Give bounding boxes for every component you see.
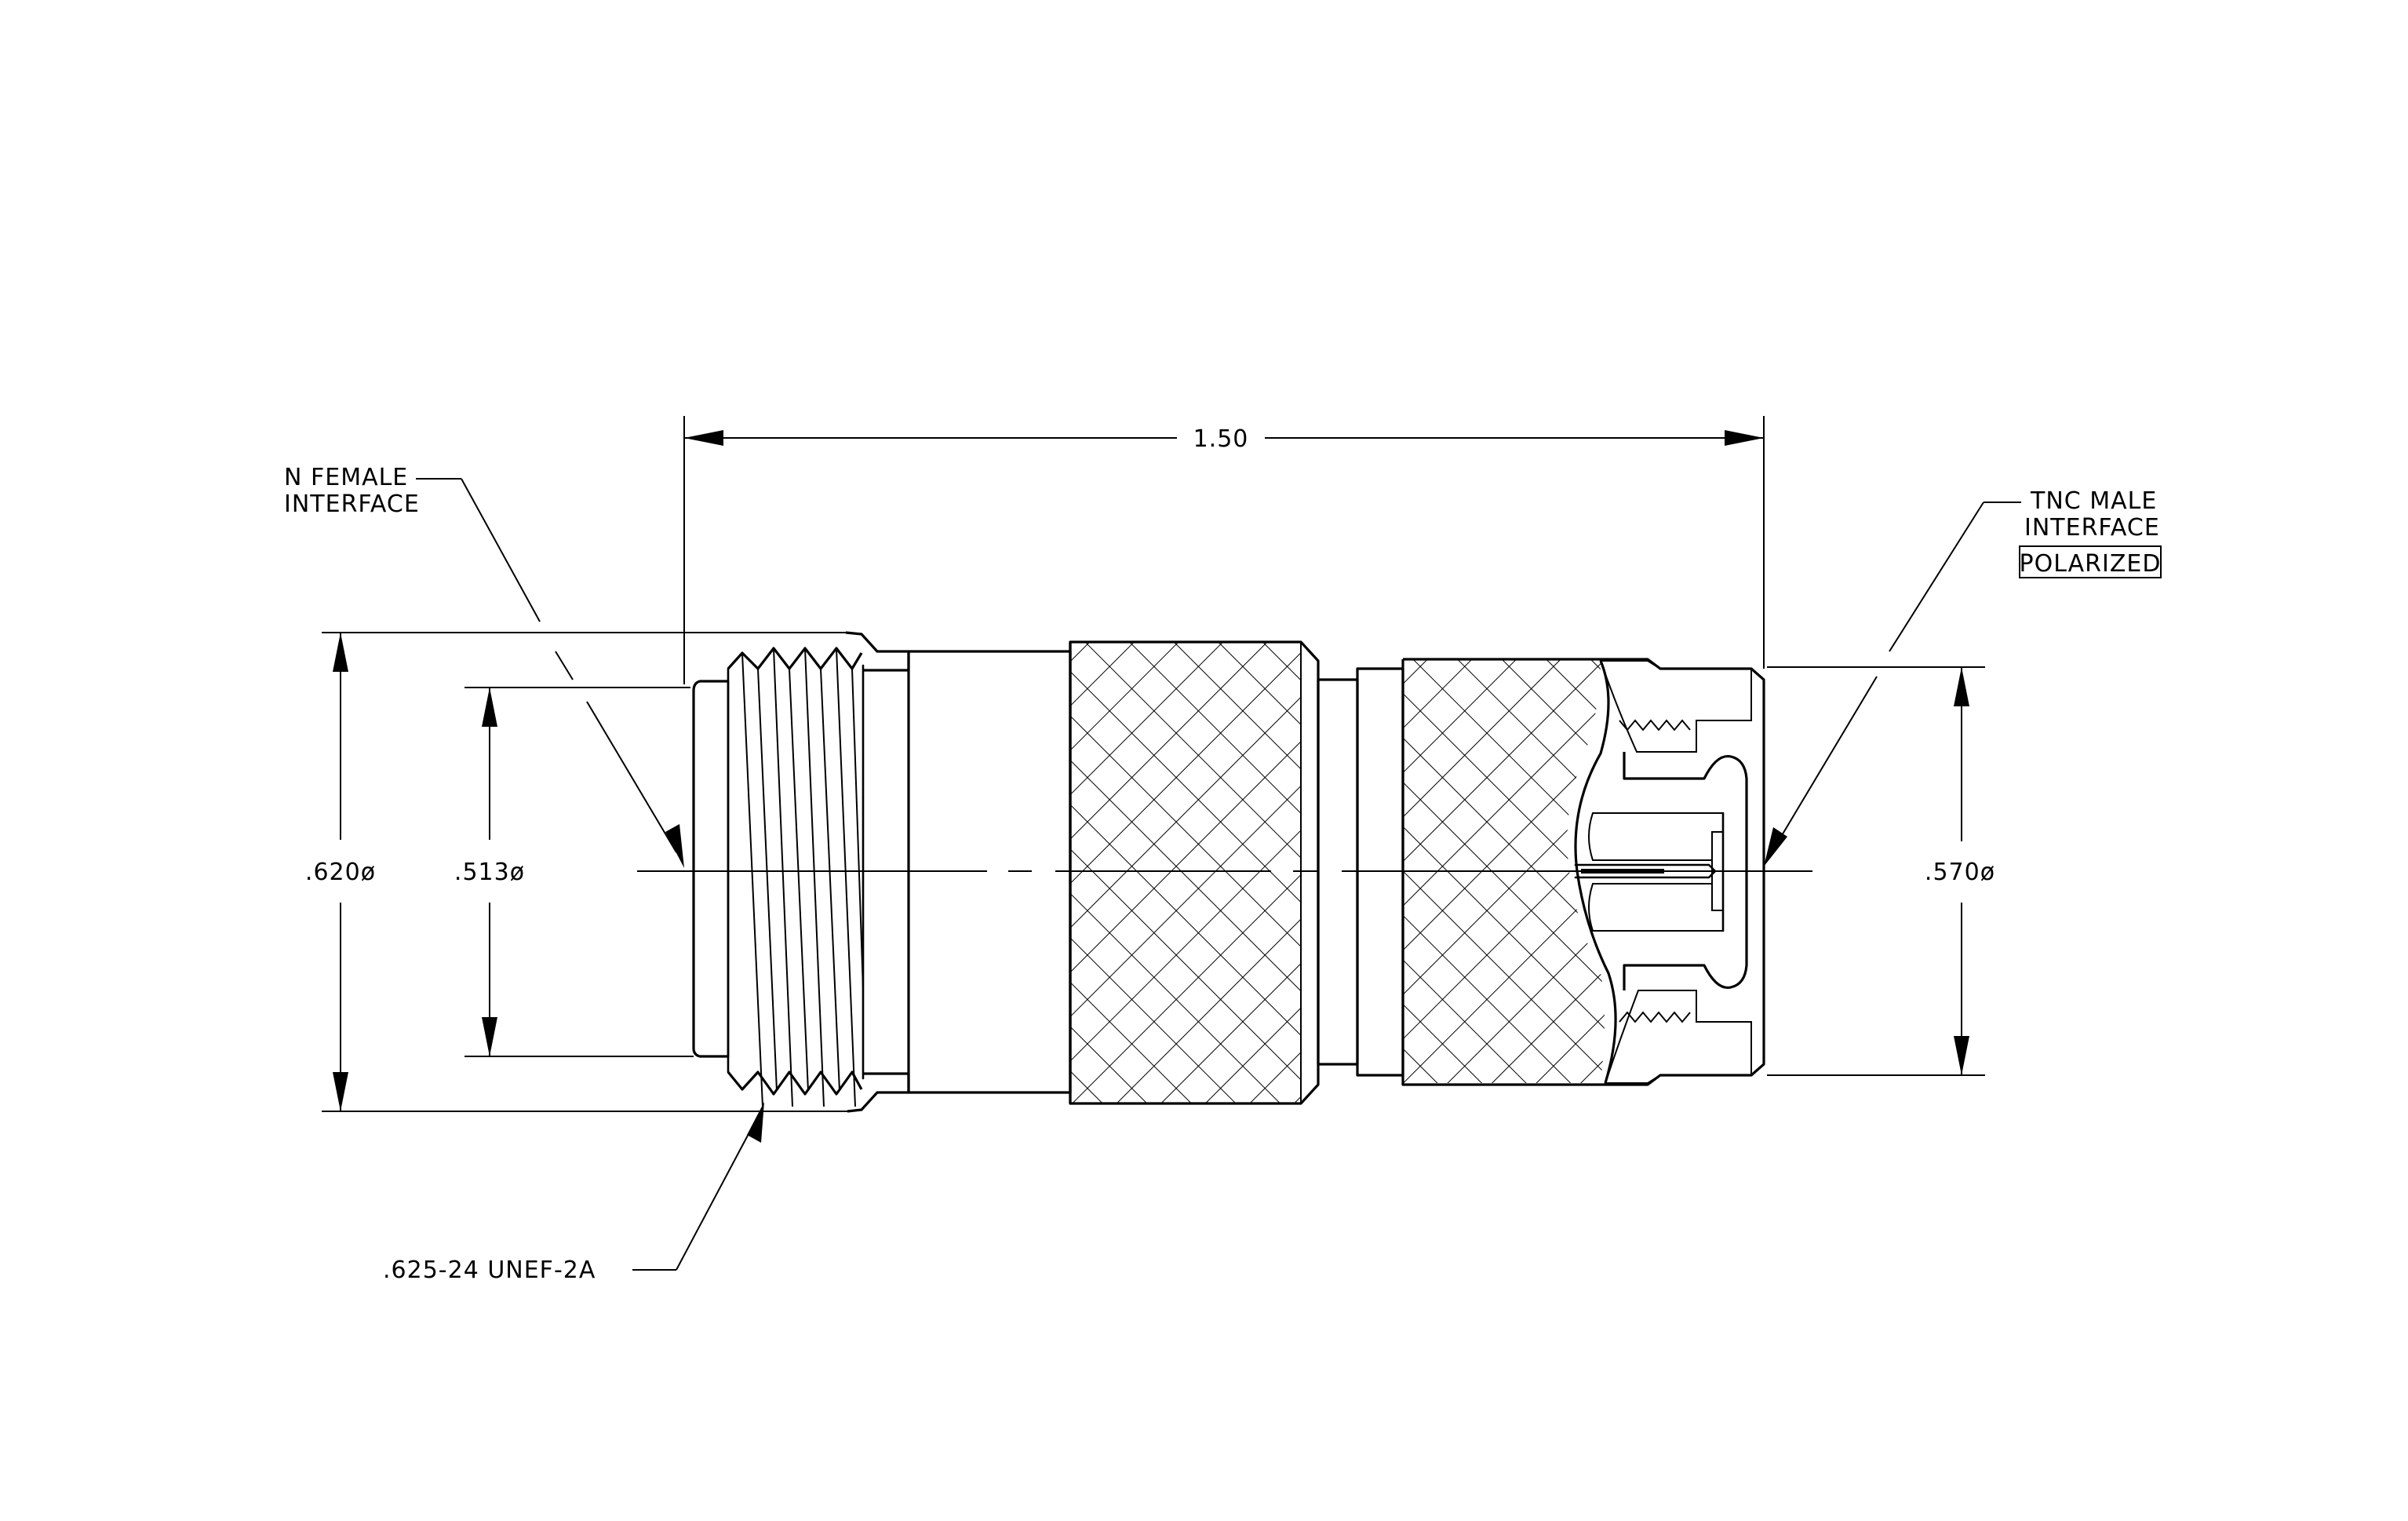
diameter-570-dimension: .570ø — [1767, 666, 1995, 1076]
diameter-620-dimension: .620ø — [305, 632, 847, 1112]
dia-570-label: .570ø — [1925, 859, 1995, 886]
n-female-label-2: INTERFACE — [284, 491, 420, 518]
dia-620-label: .620ø — [305, 859, 376, 886]
left-knurled-nut — [1069, 640, 1320, 1105]
n-female-label-1: N FEMALE — [284, 464, 408, 491]
n-female-thread-section — [692, 631, 910, 1113]
tnc-male-leader: TNC MALE INTERFACE POLARIZED — [1764, 487, 2162, 866]
polarized-label: POLARIZED — [2020, 550, 2162, 578]
tnc-male-label-1: TNC MALE — [2030, 487, 2157, 515]
dia-513-label: .513ø — [454, 859, 525, 886]
tnc-male-label-2: INTERFACE — [2024, 514, 2160, 542]
overall-length-dimension: 1.50 — [683, 416, 1765, 684]
overall-length-label: 1.50 — [1193, 425, 1249, 453]
tnc-cutaway-section — [1574, 660, 1752, 1084]
n-female-leader: N FEMALE INTERFACE — [284, 464, 684, 868]
thread-spec-label: .625-24 UNEF-2A — [383, 1257, 596, 1284]
thread-spec-leader: .625-24 UNEF-2A — [383, 1102, 764, 1284]
polarized-box — [2019, 545, 2162, 578]
diameter-513-dimension: .513ø — [454, 687, 694, 1057]
